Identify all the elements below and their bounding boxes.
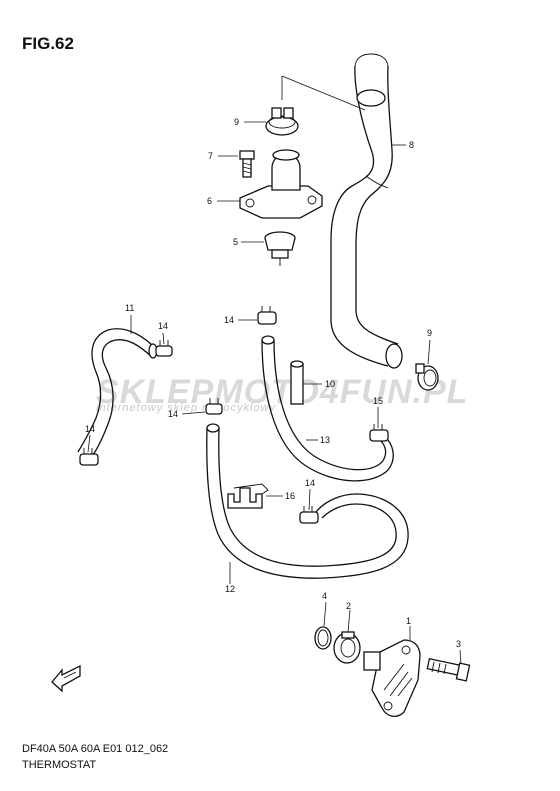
clamp-14-e: [299, 506, 319, 524]
callout-14-b: 14: [85, 424, 95, 434]
callout-7: 7: [208, 151, 213, 161]
callout-8: 8: [409, 140, 414, 150]
clamp-14-b: [79, 448, 99, 466]
thermostat-cover-6: [239, 149, 323, 219]
fwd-arrow-icon: [51, 664, 81, 693]
callout-14-d: 14: [168, 409, 178, 419]
pipe-10: [290, 360, 304, 405]
clamp-9-top: [265, 107, 299, 136]
callout-14-c: 14: [224, 315, 234, 325]
clamp-14-c: [257, 306, 277, 325]
holder-16: [227, 483, 269, 509]
watermark-tagline: internetowy sklep motocyklowy: [96, 402, 277, 414]
callout-12: 12: [225, 584, 235, 594]
callout-14-e: 14: [305, 478, 315, 488]
hose-12: [206, 423, 409, 579]
callout-4: 4: [322, 591, 327, 601]
bolt-7: [239, 150, 255, 178]
o-ring-4: [314, 626, 332, 650]
hose-11: [77, 328, 158, 463]
callout-10: 10: [325, 379, 335, 389]
callout-15: 15: [373, 396, 383, 406]
grommet-2: [333, 631, 361, 664]
callout-1: 1: [406, 616, 411, 626]
callout-13: 13: [320, 435, 330, 445]
callout-2: 2: [346, 601, 351, 611]
callout-14-a: 14: [158, 321, 168, 331]
clamp-14-d: [205, 398, 223, 415]
callout-9-top: 9: [234, 117, 239, 127]
bolt-3: [426, 658, 471, 682]
hose-13: [261, 335, 394, 482]
callout-16: 16: [285, 491, 295, 501]
figure-title: FIG.62: [22, 34, 74, 53]
callout-5: 5: [233, 237, 238, 247]
callout-6: 6: [207, 196, 212, 206]
assembly-reference-line: [281, 75, 366, 111]
figure-code: DF40A 50A 60A E01 012_062: [22, 743, 169, 755]
thermostat-5: [264, 231, 296, 266]
figure-name: THERMOSTAT: [22, 759, 97, 771]
clamp-14-a: [155, 340, 173, 357]
callout-9-right: 9: [427, 328, 432, 338]
clamp-9-right: [415, 363, 439, 391]
clamp-15: [369, 424, 389, 442]
thermostat-case-1: [363, 639, 421, 718]
callout-3: 3: [456, 639, 461, 649]
hose-8: [330, 53, 403, 369]
callout-11: 11: [125, 303, 134, 313]
